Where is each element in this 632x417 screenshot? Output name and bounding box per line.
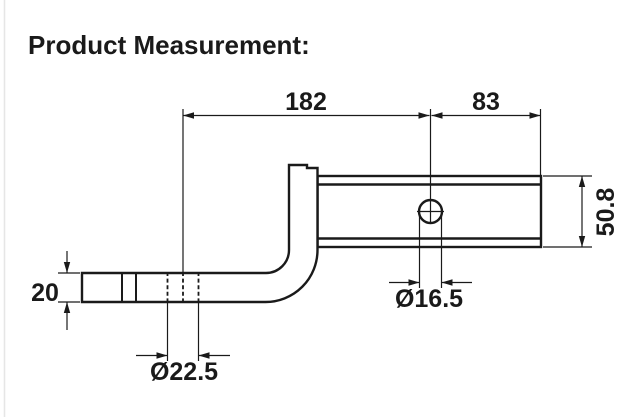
arrow-right bbox=[529, 112, 541, 119]
arrow-right bbox=[408, 279, 420, 286]
dim-label-83: 83 bbox=[472, 88, 500, 116]
dimension-ball-hole: Ø22.5 bbox=[136, 303, 230, 386]
arrow-up bbox=[63, 302, 71, 313]
dim-label-pin-hole: Ø16.5 bbox=[395, 285, 463, 313]
dimension-20: 20 bbox=[31, 251, 80, 330]
dimension-83: 83 bbox=[431, 88, 542, 176]
arrow-up bbox=[578, 176, 586, 187]
arrow-down bbox=[63, 262, 71, 273]
dimension-182: 182 bbox=[182, 88, 432, 273]
dimension-pin-hole: Ø16.5 bbox=[389, 216, 472, 313]
dim-label-20: 20 bbox=[31, 279, 59, 307]
dim-label-182: 182 bbox=[285, 88, 327, 116]
arrow-left bbox=[431, 112, 443, 119]
ball-mount-part bbox=[80, 163, 543, 304]
arrow-down bbox=[578, 236, 586, 247]
arrow-left bbox=[441, 279, 453, 286]
page-title: Product Measurement: bbox=[28, 30, 310, 60]
arrow-right bbox=[418, 112, 430, 119]
dimension-50-8: 50.8 bbox=[543, 175, 620, 248]
arrow-right bbox=[156, 352, 168, 359]
arrow-left bbox=[198, 352, 210, 359]
dim-label-50-8: 50.8 bbox=[592, 188, 620, 237]
dim-label-ball-hole: Ø22.5 bbox=[150, 358, 218, 386]
pin-hole bbox=[417, 198, 444, 225]
drop-bar-outline bbox=[80, 163, 319, 304]
arrow-left bbox=[183, 112, 194, 119]
ball-hole-hidden-lines bbox=[166, 272, 200, 303]
